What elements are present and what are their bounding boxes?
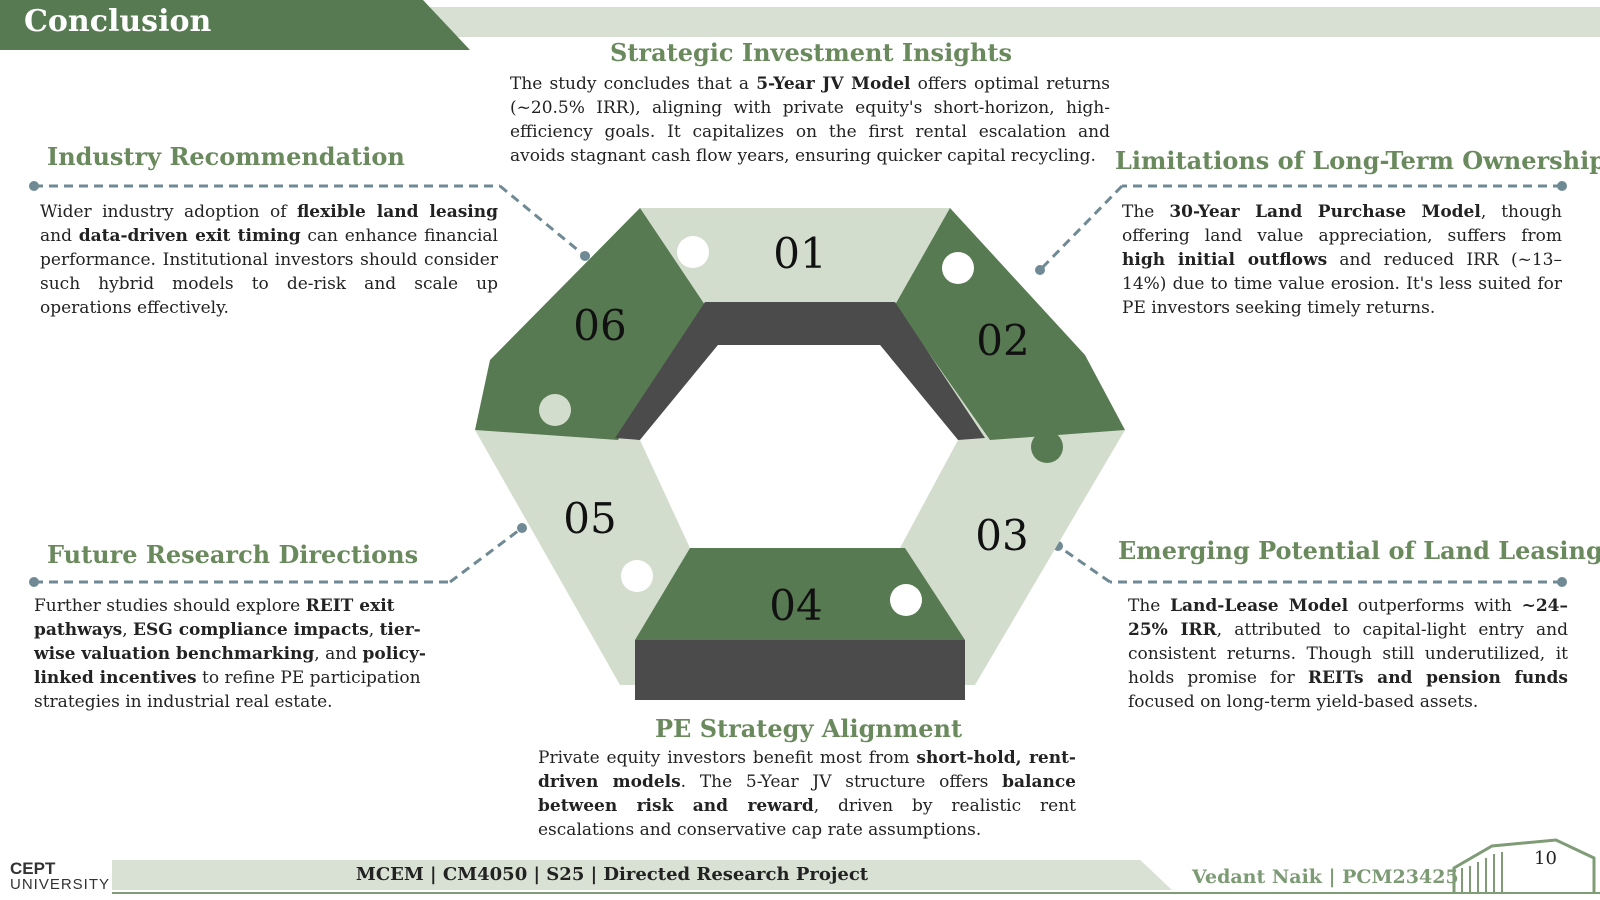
- limitations-text: The 30-Year Land Purchase Model, though …: [1122, 202, 1563, 318]
- segment-06: [475, 208, 705, 440]
- industry-heading: Industry Recommendation: [47, 142, 405, 171]
- pe-text: Private equity investors benefit most fr…: [538, 748, 1076, 840]
- inner-rim-top: [615, 302, 985, 440]
- limitations-heading: Limitations of Long-Term Ownership: [1115, 146, 1600, 175]
- inner-hexagon: [640, 345, 958, 548]
- header-band: [0, 0, 470, 50]
- footer-band: [112, 860, 1172, 890]
- header-band-light: [430, 7, 1600, 37]
- emerging-text: The Land-Lease Model outperforms with ~2…: [1128, 596, 1568, 712]
- pe-heading: PE Strategy Alignment: [655, 714, 963, 743]
- inner-rim-bottom: [635, 640, 965, 700]
- segment-label-04: 04: [769, 581, 822, 630]
- page-number: 10: [1534, 848, 1557, 869]
- segment-label-01: 01: [773, 229, 826, 278]
- emerging-heading: Emerging Potential of Land Leasing: [1118, 536, 1600, 565]
- author-name: Vedant Naik | PCM23425: [1192, 866, 1459, 888]
- future-heading: Future Research Directions: [47, 540, 419, 569]
- page-title: Conclusion: [24, 4, 212, 39]
- warehouse-icon: [1452, 838, 1596, 892]
- connector-limitations-diag: [1038, 184, 1124, 272]
- connector-industry-diag: [499, 184, 586, 258]
- segment-label-05: 05: [563, 494, 616, 543]
- connector-emerging-diag: [1057, 544, 1111, 584]
- university-logo-line1: CEPT: [10, 859, 56, 878]
- segment-label-06: 06: [573, 301, 626, 350]
- segment-04: [635, 548, 965, 640]
- industry-text: Wider industry adoption of flexible land…: [40, 202, 498, 318]
- segment-label-03: 03: [975, 511, 1028, 560]
- connector-future-diag: [449, 526, 523, 584]
- segment-label-02: 02: [976, 316, 1029, 365]
- strategic-heading: Strategic Investment Insights: [610, 38, 1013, 67]
- university-logo-line2: UNIVERSITY: [10, 876, 111, 893]
- course-info: MCEM | CM4050 | S25 | Directed Research …: [355, 864, 869, 885]
- strategic-text: The study concludes that a 5-Year JV Mod…: [510, 74, 1110, 166]
- footer-line: [112, 892, 1600, 894]
- future-text: Further studies should explore REIT exit…: [34, 596, 426, 712]
